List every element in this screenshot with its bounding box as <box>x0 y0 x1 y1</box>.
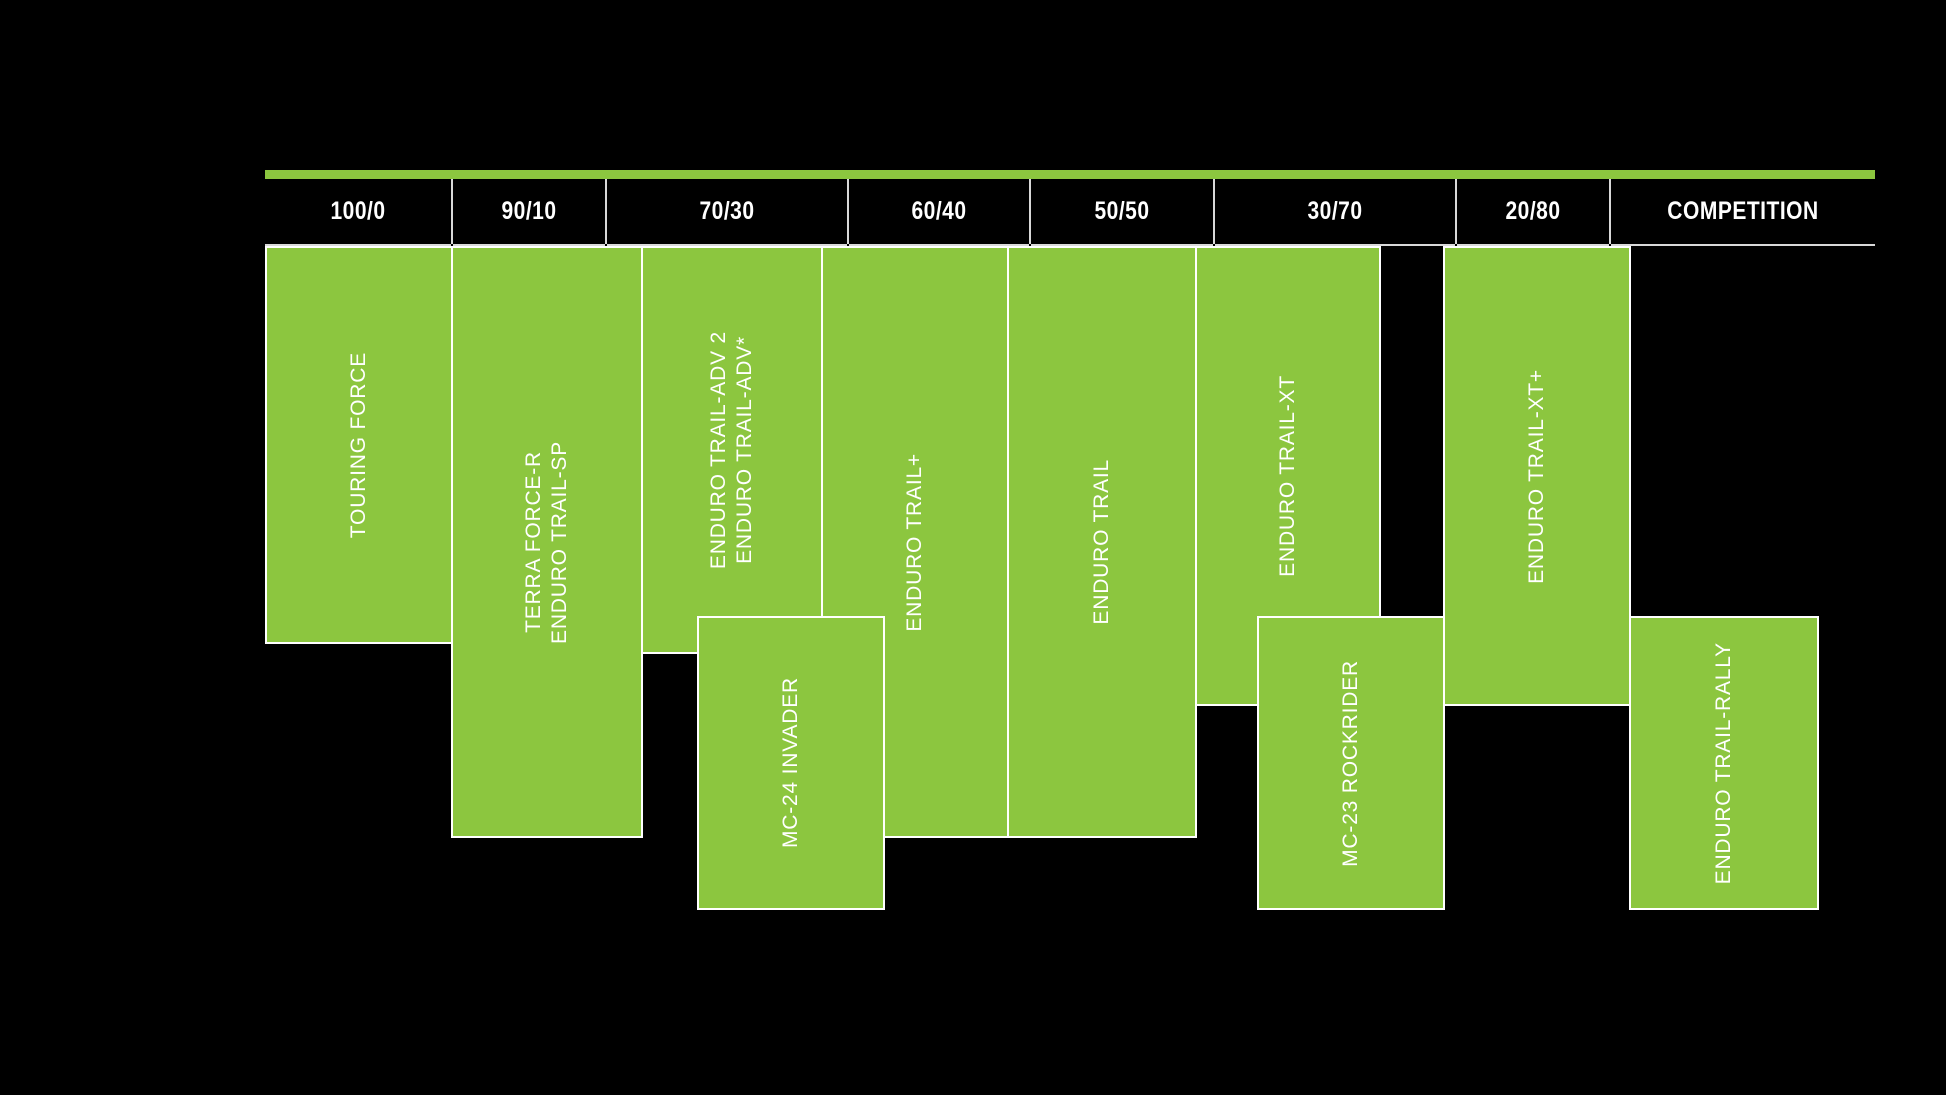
bar-label-group: ENDURO TRAIL-RALLY <box>1631 618 1817 908</box>
header-underline <box>265 244 451 246</box>
bar-label: ENDURO TRAIL-XT <box>1275 375 1299 577</box>
header-underline <box>453 244 605 246</box>
header-divider <box>1029 179 1031 244</box>
column-header-70-30: 70/30 <box>626 179 828 244</box>
bar-label: ENDURO TRAIL+ <box>902 452 926 632</box>
column-header-100-0: 100/0 <box>280 179 436 244</box>
column-header-label: 60/40 <box>911 197 967 225</box>
header-underline <box>849 244 1029 246</box>
header-divider <box>1609 179 1611 244</box>
bar-mc-23-rockrider[interactable]: MC-23 ROCKRIDER <box>1257 616 1445 910</box>
bar-label: ENDURO TRAIL-RALLY <box>1711 641 1735 885</box>
header-divider <box>847 179 849 244</box>
bar-label: TERRA FORCE-R <box>521 451 545 633</box>
column-header-label: 20/80 <box>1505 197 1561 225</box>
column-header-60-40: 60/40 <box>863 179 1014 244</box>
header-underline <box>1457 244 1609 246</box>
tyre-usage-matrix-chart: 100/0 90/10 70/30 60/40 50/50 30/70 20/80 COMPE… <box>265 170 1875 910</box>
header-underline <box>1215 244 1455 246</box>
bar-label: ENDURO TRAIL-XT+ <box>1524 368 1548 584</box>
bar-label: ENDURO TRAIL-SP <box>548 440 571 644</box>
bar-enduro-trail[interactable]: ENDURO TRAIL <box>1007 246 1197 838</box>
header-divider <box>1213 179 1215 244</box>
column-header-30-70: 30/70 <box>1234 179 1436 244</box>
header-underline <box>1031 244 1213 246</box>
bar-label: MC-24 INVADER <box>778 677 802 849</box>
column-header-label: 50/50 <box>1094 197 1150 225</box>
bar-label-group: MC-23 ROCKRIDER <box>1259 618 1443 908</box>
header-underline <box>607 244 847 246</box>
bar-label: TOURING FORCE <box>346 351 370 539</box>
header-divider <box>451 179 453 244</box>
column-header-label: 70/30 <box>699 197 755 225</box>
column-header-label: COMPETITION <box>1667 197 1819 225</box>
column-header-label: 30/70 <box>1307 197 1363 225</box>
bar-label-group: ENDURO TRAIL-XT+ <box>1445 248 1629 704</box>
column-header-band: 100/0 90/10 70/30 60/40 50/50 30/70 20/80 COMPE… <box>265 179 1875 244</box>
bar-label-group: MC-24 INVADER <box>699 618 883 908</box>
bar-label: MC-23 ROCKRIDER <box>1338 659 1362 867</box>
column-header-20-80: 20/80 <box>1469 179 1597 244</box>
header-underline <box>1611 244 1875 246</box>
column-header-50-50: 50/50 <box>1046 179 1199 244</box>
header-divider <box>605 179 607 244</box>
column-header-label: 90/10 <box>501 197 557 225</box>
column-header-90-10: 90/10 <box>465 179 593 244</box>
top-accent-rule <box>265 170 1875 179</box>
bar-label: ENDURO TRAIL <box>1089 459 1113 625</box>
bar-label-group: ENDURO TRAIL <box>1009 248 1195 836</box>
column-header-competition: COMPETITION <box>1632 179 1854 244</box>
bar-label: ENDURO TRAIL-ADV 2 <box>706 330 730 570</box>
bar-enduro-trail-rally[interactable]: ENDURO TRAIL-RALLY <box>1629 616 1819 910</box>
bar-label-group: TOURING FORCE <box>267 248 451 642</box>
bar-label: ENDURO TRAIL-ADV* <box>733 336 756 564</box>
bar-enduro-trail-xt-plus[interactable]: ENDURO TRAIL-XT+ <box>1443 246 1631 706</box>
column-header-label: 100/0 <box>330 197 386 225</box>
bar-touring-force[interactable]: TOURING FORCE <box>265 246 453 644</box>
bar-mc-24-invader[interactable]: MC-24 INVADER <box>697 616 885 910</box>
header-divider <box>1455 179 1457 244</box>
